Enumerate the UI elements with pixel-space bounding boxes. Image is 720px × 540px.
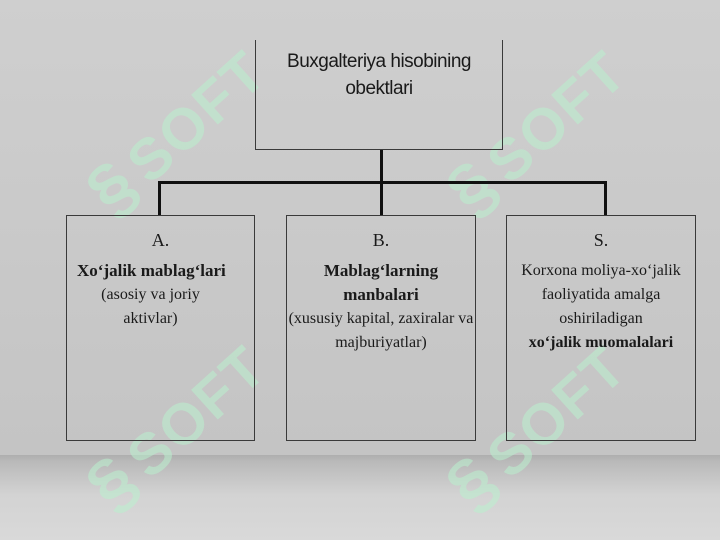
root-title-line1: Buxgalteriya hisobining xyxy=(287,51,471,72)
connector-to-c xyxy=(604,181,607,216)
node-letter: S. xyxy=(593,230,609,250)
node-text: Korxona moliya-xo‘jalik faoliyatida amal… xyxy=(521,262,681,327)
root-node: Buxgalteriya hisobining obektlari xyxy=(255,40,503,150)
node-bold-text: xo‘jalik muomalalari xyxy=(528,334,674,351)
connector-root-down xyxy=(380,150,383,183)
connector-to-b xyxy=(380,181,383,216)
node-letter: A. xyxy=(151,230,170,250)
node-title: Mablag‘larning manbalari xyxy=(323,261,439,304)
node-letter: B. xyxy=(372,230,390,250)
bottom-band xyxy=(0,455,720,540)
node-c: S. Korxona moliya-xo‘jalik faoliyatida a… xyxy=(506,215,696,441)
connector-to-a xyxy=(158,181,161,216)
node-subtitle: (xususiy kapital, zaxiralar va majburiya… xyxy=(288,310,474,351)
node-a: A. Xo‘jalik mablag‘lari (asosiy va joriy… xyxy=(66,215,255,441)
node-b: B. Mablag‘larning manbalari (xususiy kap… xyxy=(286,215,476,441)
node-subtitle: (asosiy va joriy aktivlar) xyxy=(101,286,200,327)
slide-background xyxy=(0,0,720,455)
node-title: Xo‘jalik mablag‘lari xyxy=(77,261,226,280)
root-title-line2: obektlari xyxy=(345,78,413,99)
